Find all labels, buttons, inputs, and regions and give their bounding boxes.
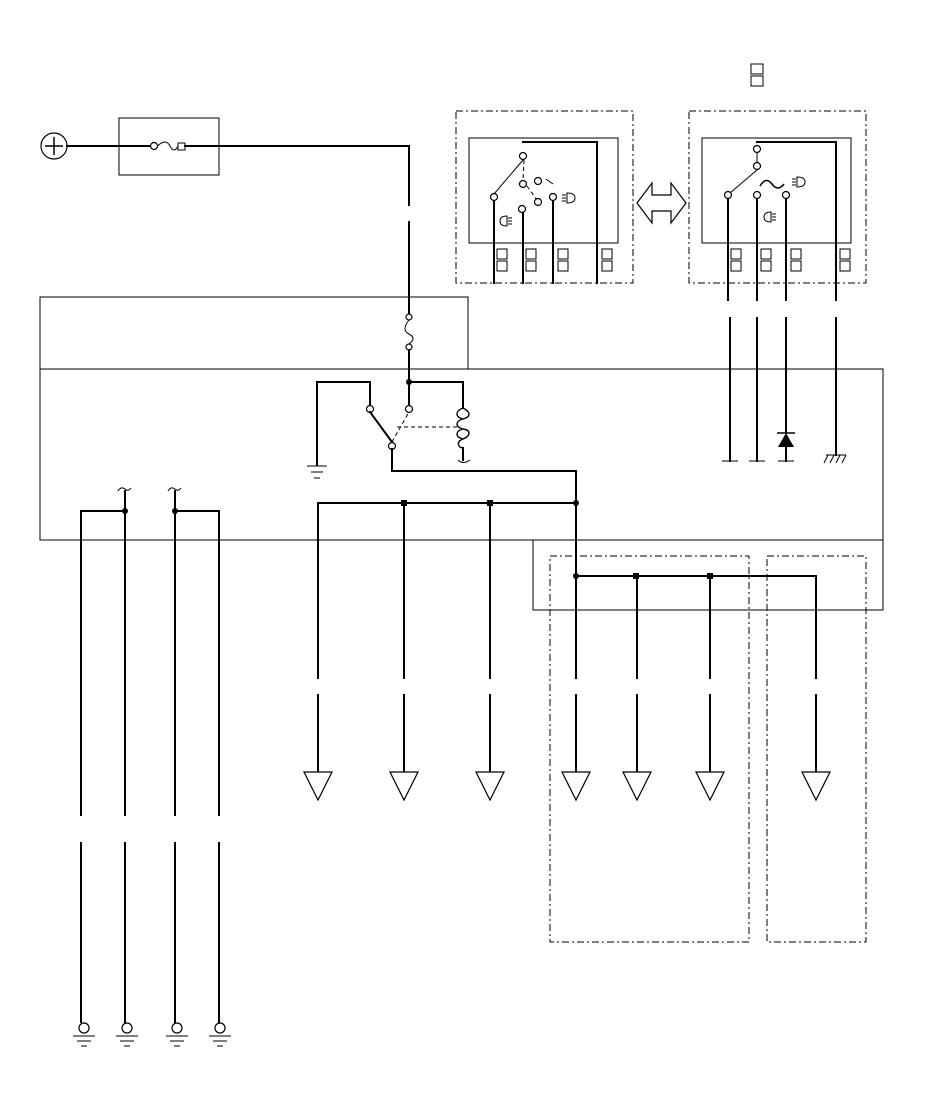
switch-contacts-left — [489, 141, 598, 244]
chassis-ground-icon — [307, 465, 327, 479]
lamp-group-right — [766, 555, 867, 943]
ground-terminal-icon — [73, 1022, 95, 1047]
relay-switch — [307, 379, 577, 504]
connector-arrow-icon — [695, 771, 725, 802]
ground-terminal-icon — [209, 1022, 231, 1047]
inline-fuse-icon — [404, 313, 414, 351]
diode-icon — [777, 432, 795, 462]
relay-box-upper — [39, 296, 469, 370]
connector-pins-right — [730, 248, 851, 272]
connector-arrow-icon — [389, 771, 419, 802]
detail-label-glyph — [750, 63, 764, 87]
fuse-icon — [149, 141, 186, 151]
frame-ground-icon — [823, 454, 847, 464]
dimmer-icon — [763, 211, 776, 223]
connector-arrow-icon — [475, 771, 505, 802]
headlight-icon — [562, 192, 576, 204]
connector-arrow-icon — [622, 771, 652, 802]
switch-contacts-right — [723, 141, 837, 244]
headlight-icon — [792, 176, 806, 188]
connector-arrow-icon — [801, 771, 831, 802]
ground-terminal-icon — [166, 1022, 188, 1047]
switch-detail-left — [455, 110, 634, 284]
battery-positive-icon — [40, 132, 68, 160]
dimmer-icon — [499, 215, 512, 227]
relay-coil-icon — [456, 407, 470, 449]
lamp-group-left — [549, 555, 750, 943]
connector-arrow-icon — [303, 771, 333, 802]
double-arrow-icon — [636, 181, 687, 225]
left-ground-circuits — [80, 487, 220, 1023]
ground-terminal-icon — [116, 1022, 138, 1047]
connector-arrow-icon — [561, 771, 591, 802]
switch-detail-right — [688, 110, 867, 284]
connector-pins-left — [496, 248, 613, 272]
control-unit-box — [39, 368, 884, 541]
junction-box — [532, 539, 884, 611]
